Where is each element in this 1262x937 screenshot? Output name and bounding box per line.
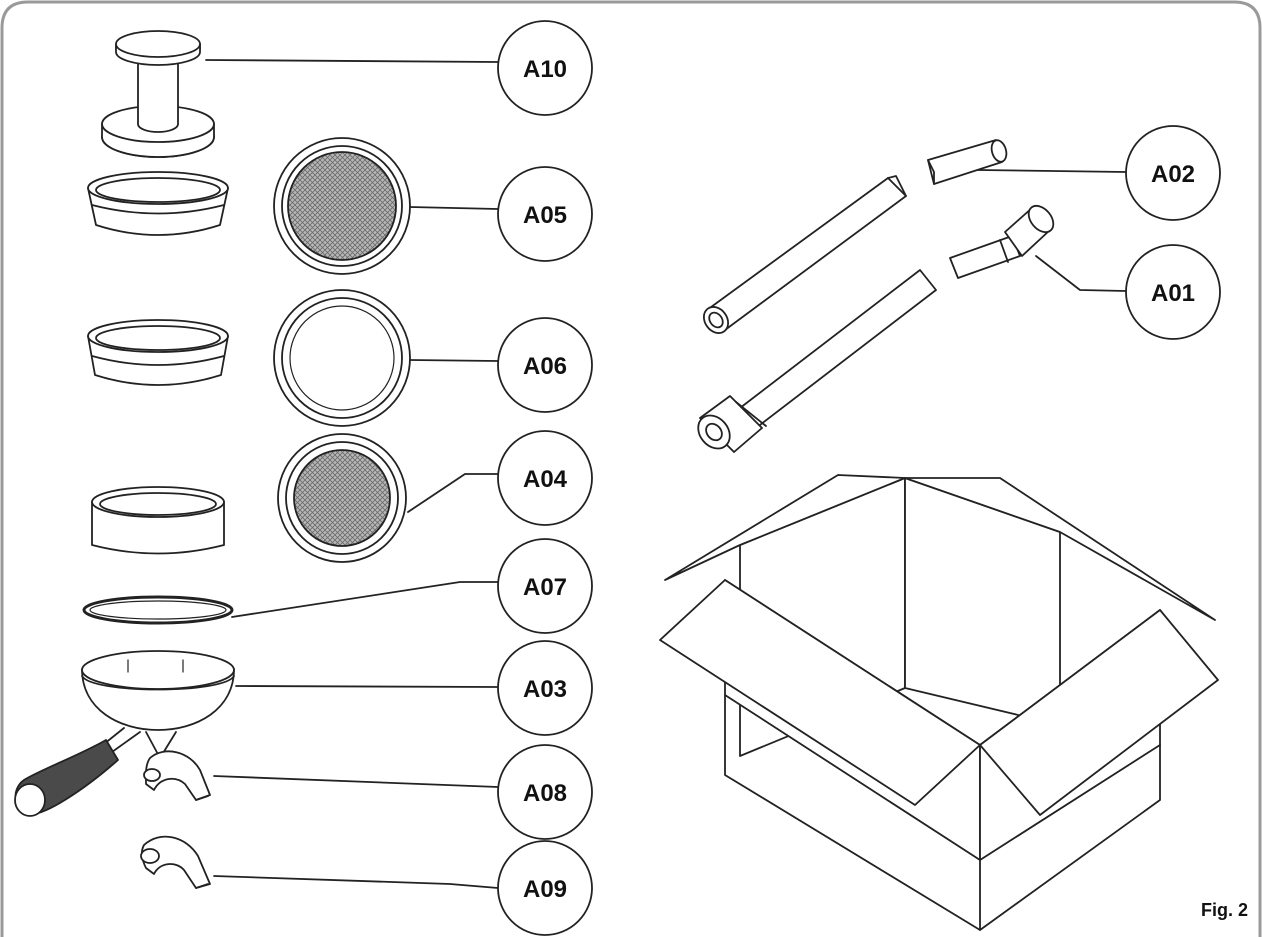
callout-label-a03: A03 <box>523 676 567 703</box>
callout-a07: A07 <box>497 538 593 634</box>
callout-a02: A02 <box>1125 125 1221 221</box>
leader-a08 <box>213 775 499 788</box>
spout-double-drawing <box>143 750 211 801</box>
filter-disc-a05-drawing <box>273 137 411 275</box>
callout-a01: A01 <box>1125 244 1221 340</box>
callout-a06: A06 <box>497 317 593 413</box>
leader-lines <box>205 59 1127 889</box>
callout-label-a07: A07 <box>523 574 567 601</box>
drain-hose-drawing <box>702 139 1008 334</box>
leader-a04 <box>407 473 499 513</box>
callout-a04: A04 <box>497 430 593 526</box>
figure-label: Fig. 2 <box>1201 900 1248 920</box>
tamper-drawing <box>101 30 215 158</box>
callout-label-a02: A02 <box>1151 161 1195 188</box>
callout-label-a05: A05 <box>523 202 567 229</box>
supply-hose-drawing <box>697 204 1055 453</box>
leader-a06 <box>409 359 499 362</box>
carton-box-drawing <box>659 474 1219 931</box>
filter-disc-a06-drawing <box>273 289 411 427</box>
callout-a08: A08 <box>497 744 593 840</box>
callout-a05: A05 <box>497 166 593 262</box>
leader-a10 <box>205 59 499 63</box>
callout-label-a10: A10 <box>523 56 567 83</box>
callout-bubbles: A10 A05 A06 A04 A07 A03 A08 A09 <box>497 20 1221 936</box>
callout-label-a08: A08 <box>523 780 567 807</box>
portafilter-drawing <box>14 650 235 817</box>
basket-small-drawing <box>91 486 225 555</box>
leader-a09 <box>213 875 499 889</box>
callout-label-a01: A01 <box>1151 280 1195 307</box>
leader-a07 <box>231 581 499 618</box>
leader-a01 <box>1035 255 1127 292</box>
callout-label-a06: A06 <box>523 353 567 380</box>
spout-single-drawing <box>140 835 211 889</box>
callout-label-a04: A04 <box>523 466 568 493</box>
callout-a03: A03 <box>497 640 593 736</box>
gasket-ring-drawing <box>82 595 234 625</box>
callout-a09: A09 <box>497 840 593 936</box>
leader-a05 <box>409 206 499 210</box>
leader-a03 <box>235 685 499 688</box>
filter-disc-a04-drawing <box>277 433 407 563</box>
callout-label-a09: A09 <box>523 876 567 903</box>
leader-a02 <box>977 169 1127 173</box>
callout-a10: A10 <box>497 20 593 116</box>
basket-large-drawing <box>87 171 229 236</box>
basket-medium-drawing <box>87 319 229 386</box>
